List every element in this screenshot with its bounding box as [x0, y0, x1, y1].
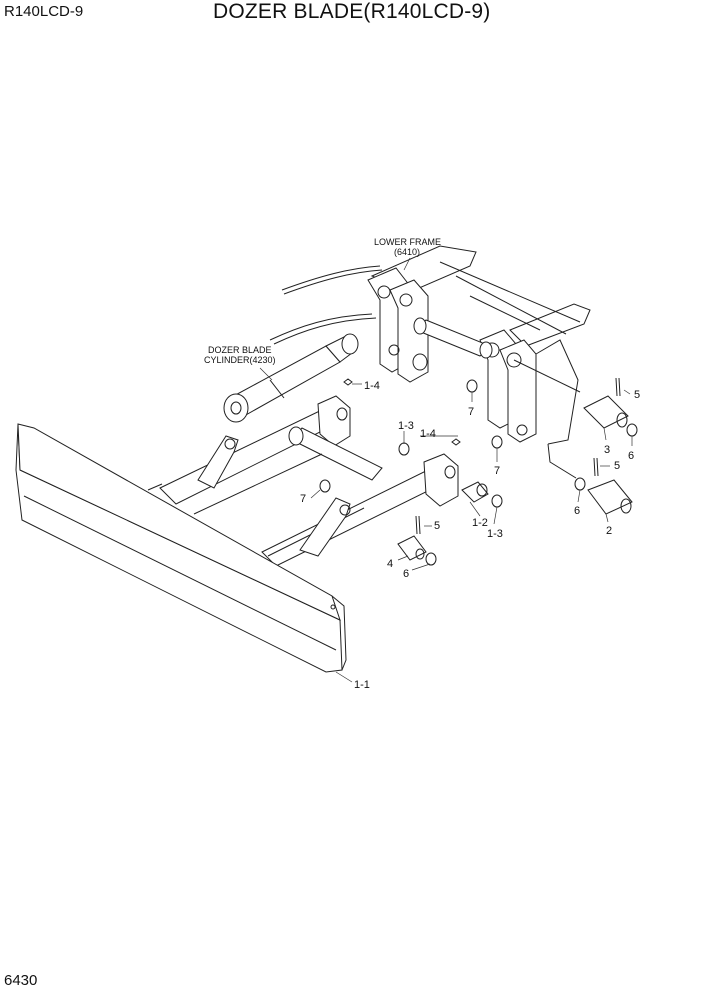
cylinder-label-line1: DOZER BLADE	[208, 345, 272, 355]
callout-7: 7	[494, 465, 500, 477]
dozer-blade-cylinder	[223, 333, 359, 423]
blade	[15, 423, 347, 673]
callout-1-3: 1-3	[398, 420, 414, 432]
callout-1-1: 1-1	[354, 679, 370, 691]
callout-6: 6	[574, 505, 580, 517]
callout-7: 7	[468, 406, 474, 418]
callout-1-4: 1-4	[420, 428, 436, 440]
callout-7: 7	[300, 493, 306, 505]
callout-labels: LOWER FRAME (6410) DOZER BLADE CYLINDER(…	[204, 237, 640, 691]
lower-frame-label-line2: (6410)	[394, 247, 420, 257]
callout-4: 4	[387, 558, 393, 570]
lower-frame-label-line1: LOWER FRAME	[374, 237, 441, 247]
leader-lines	[259, 257, 633, 683]
cylinder-label-line2: CYLINDER(4230)	[204, 355, 276, 365]
small-parts	[319, 377, 638, 566]
callout-1-2: 1-2	[472, 517, 488, 529]
blade-frame	[159, 395, 459, 567]
page-number: 6430	[4, 972, 38, 989]
lower-frame	[269, 245, 591, 479]
model-code: R140LCD-9	[4, 3, 84, 20]
callout-5: 5	[614, 460, 620, 472]
callout-5: 5	[634, 389, 640, 401]
callout-3: 3	[604, 444, 610, 456]
callout-1-3: 1-3	[487, 528, 503, 540]
callout-6: 6	[628, 450, 634, 462]
callout-1-4: 1-4	[364, 380, 380, 392]
callout-2: 2	[606, 525, 612, 537]
page-title: DOZER BLADE(R140LCD-9)	[213, 0, 491, 23]
callout-5: 5	[434, 520, 440, 532]
callout-6: 6	[403, 568, 409, 580]
